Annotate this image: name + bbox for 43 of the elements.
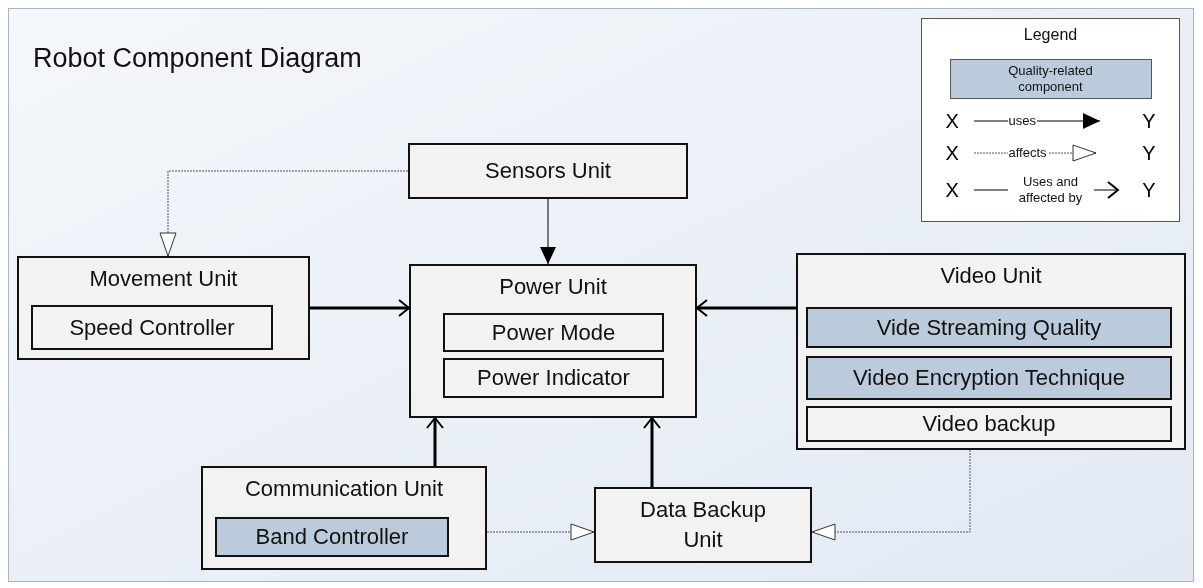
node-label: Video Unit	[940, 262, 1042, 290]
node-label: Power Unit	[499, 273, 607, 301]
component-box	[806, 307, 1172, 348]
unit-box	[594, 487, 812, 563]
unit-box	[409, 264, 697, 418]
node-label: Movement Unit	[89, 265, 238, 293]
arrow	[426, 417, 444, 466]
arrow	[310, 299, 410, 317]
arrow	[696, 299, 796, 317]
component-box	[443, 313, 664, 352]
unit-box	[796, 253, 1186, 450]
node-label: Band Controller	[255, 523, 409, 551]
component-box	[31, 305, 273, 350]
legend-symbol: Y	[1142, 141, 1156, 166]
node-label: Power Indicator	[477, 364, 630, 392]
node-label: Communication Unit	[244, 475, 444, 503]
node-label: Video Encryption Technique	[853, 364, 1125, 392]
arrow	[159, 170, 409, 257]
node-label: Vide Streaming Quality	[876, 313, 1102, 342]
node-label: Data Backup Unit	[639, 496, 767, 554]
component-box	[215, 517, 449, 557]
node-label: Power Mode	[491, 318, 616, 347]
legend-symbol: Y	[1142, 109, 1156, 134]
arrow	[540, 198, 556, 265]
diagram-title: Robot Component Diagram	[33, 42, 362, 75]
node-label: Speed Controller	[69, 313, 235, 342]
arrow	[811, 449, 971, 541]
component-box	[806, 356, 1172, 400]
legend-text: Quality-related component	[1007, 63, 1094, 95]
unit-box	[17, 256, 310, 360]
node-label: Video backup	[922, 410, 1056, 438]
arrow	[643, 417, 661, 487]
legend-symbol: X	[945, 109, 959, 134]
node-label: Sensors Unit	[485, 157, 611, 185]
legend-title: Legend	[1023, 25, 1078, 45]
component-box	[443, 358, 664, 398]
legend-symbol: X	[945, 141, 959, 166]
legend-text: Uses and affected by	[1007, 174, 1094, 206]
component-box	[806, 406, 1172, 442]
legend-symbol: Y	[1142, 178, 1156, 203]
legend-symbol: X	[945, 178, 959, 203]
unit-box	[408, 143, 688, 199]
unit-box	[201, 466, 487, 570]
